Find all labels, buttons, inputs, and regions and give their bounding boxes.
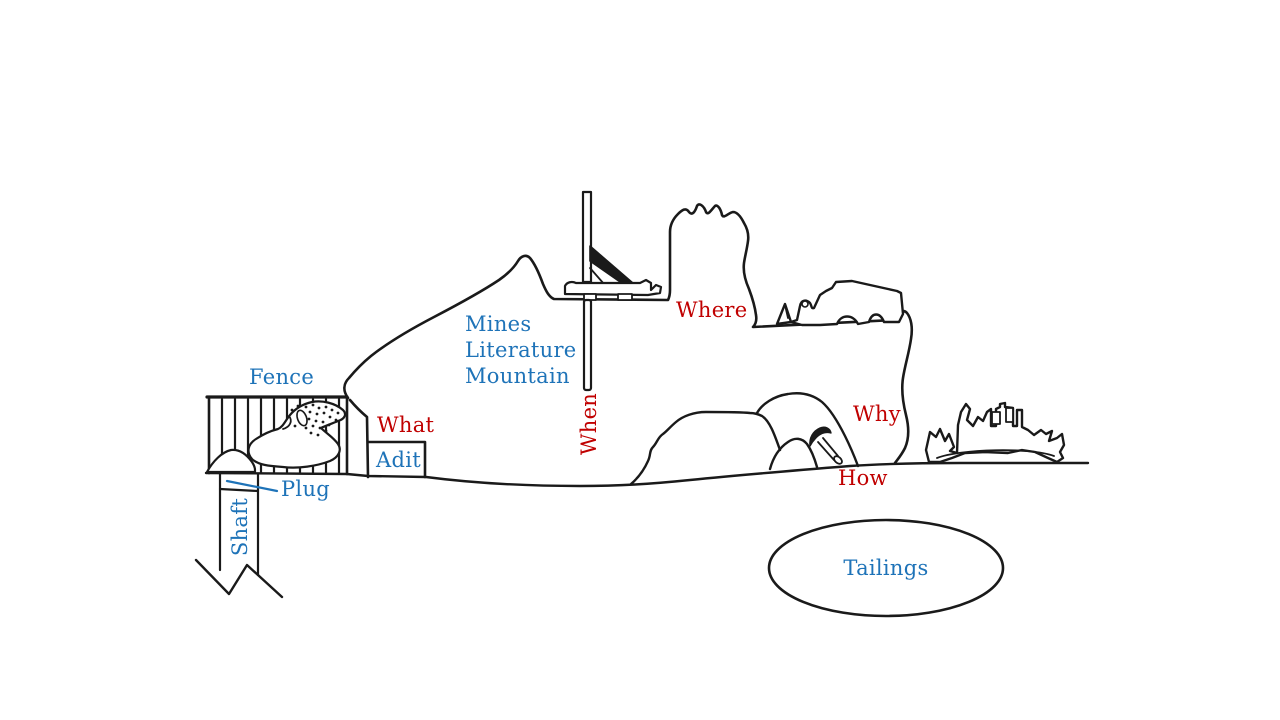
rubble-mound bbox=[205, 448, 257, 474]
shaft-plug-line bbox=[218, 487, 260, 493]
what-label: What bbox=[377, 413, 435, 437]
rig-brace bbox=[589, 245, 635, 285]
where-label: Where bbox=[676, 298, 748, 322]
mines-label-line3: Mountain bbox=[465, 364, 570, 388]
how-label: How bbox=[838, 466, 888, 490]
boulder-bare-spot bbox=[296, 409, 308, 427]
mines-label-line1: Mines bbox=[465, 312, 532, 336]
shaft-label: Shaft bbox=[228, 497, 252, 557]
adit-portal bbox=[366, 440, 427, 479]
plug-label: Plug bbox=[281, 477, 331, 501]
drill-rig-icon bbox=[563, 190, 663, 392]
tailings-ellipse-icon bbox=[767, 518, 1005, 618]
bulldozer-icon bbox=[924, 401, 1066, 464]
tailings-label: Tailings bbox=[843, 556, 929, 580]
rig-body bbox=[563, 278, 663, 297]
shaft bbox=[194, 472, 284, 599]
adit-label: Adit bbox=[376, 448, 421, 472]
drill-stem-icon bbox=[582, 298, 593, 392]
boulder-icon bbox=[247, 400, 347, 469]
fence-label: Fence bbox=[249, 365, 315, 389]
shaft-break-arrow-icon bbox=[194, 558, 284, 599]
scraper-truck-icon bbox=[775, 279, 905, 327]
ground-line bbox=[204, 461, 1090, 488]
plug-leader-line bbox=[225, 479, 279, 493]
boulder-stipple-dots bbox=[290, 403, 340, 437]
why-label: Why bbox=[853, 402, 901, 426]
rock-pick-icon bbox=[809, 426, 843, 465]
waste-rock-piles bbox=[629, 392, 860, 486]
mountain-outline bbox=[343, 203, 914, 479]
when-label: When bbox=[577, 392, 601, 456]
mines-label-line2: Literature bbox=[465, 338, 577, 362]
